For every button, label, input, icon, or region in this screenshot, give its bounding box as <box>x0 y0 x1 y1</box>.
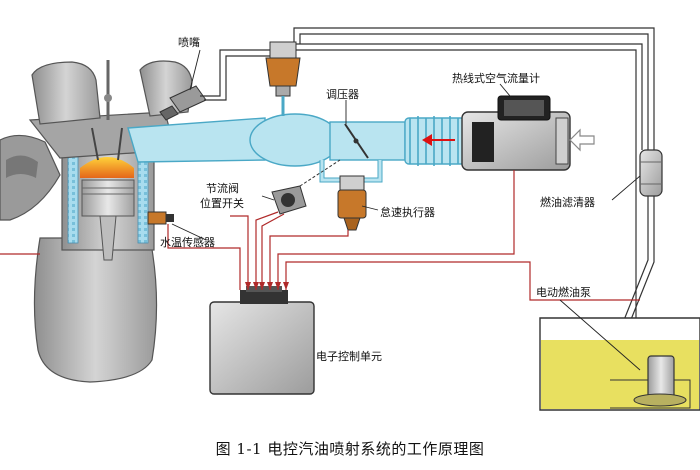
idle-actuator <box>337 175 367 231</box>
throttle-body <box>329 121 406 161</box>
air-flow-arrow-icon <box>422 134 455 146</box>
label-coolant-sensor: 水温传感器 <box>160 236 215 249</box>
label-pressure-regulator: 调压器 <box>326 88 359 101</box>
label-idle-actuator: 怠速执行器 <box>380 205 435 219</box>
coolant-temperature-sensor <box>147 211 174 225</box>
leader-lines <box>171 49 641 371</box>
wiring-harness <box>0 170 640 301</box>
label-fuel-filter: 燃油滤清器 <box>540 195 595 209</box>
figure-caption: 图 1-1 电控汽油喷射系统的工作原理图 <box>216 440 485 458</box>
label-air-flow-meter: 热线式空气流量计 <box>452 71 540 85</box>
label-throttle-switch-line1: 节流阀 <box>206 181 239 195</box>
cam-cover-left <box>31 61 101 125</box>
label-ecu: 电子控制单元 <box>316 349 382 363</box>
wire-arrows <box>245 282 289 290</box>
ecu <box>209 286 315 395</box>
fuel-filter <box>639 149 663 197</box>
surge-tank <box>249 113 341 167</box>
pressure-regulator <box>265 41 301 116</box>
label-throttle-switch-line2: 位置开关 <box>200 196 244 210</box>
air-inlet-arrow-icon <box>569 128 595 152</box>
coolant-jacket-right <box>137 154 149 244</box>
electric-fuel-pump <box>633 355 687 407</box>
air-flow-meter <box>461 95 571 171</box>
combustion-flame <box>80 157 134 178</box>
coolant-jacket-left <box>67 154 79 244</box>
exhaust-manifold <box>0 134 61 221</box>
intake-path <box>127 113 466 183</box>
label-fuel-pump: 电动燃油泵 <box>536 285 591 299</box>
throttle-position-switch <box>271 159 341 215</box>
label-injector: 喷嘴 <box>178 36 200 49</box>
